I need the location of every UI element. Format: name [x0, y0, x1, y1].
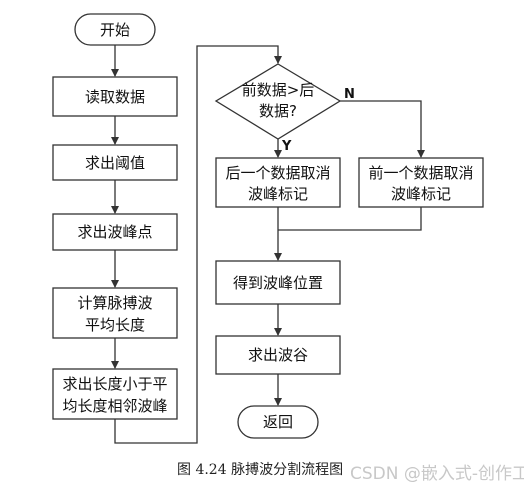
avg-length-line-1: 计算脉搏波 — [77, 294, 152, 312]
peak-position-node: 得到波峰位置 — [215, 260, 341, 305]
find-peak-points-label: 求出波峰点 — [77, 223, 152, 241]
edge-compare-no — [340, 100, 425, 158]
remove-peaks-line-1: 求出长度小于平 — [62, 375, 167, 393]
figure-caption: 图 4.24 脉搏波分割流程图 — [177, 462, 344, 478]
start-node: 开始 — [74, 13, 156, 46]
cancel-former-node: 前一个数据取消 波峰标记 — [358, 157, 484, 208]
edge-label-no: N — [344, 87, 355, 102]
cancel-former-line-1: 前一个数据取消 — [368, 164, 473, 182]
avg-length-line-2: 平均长度 — [85, 316, 145, 334]
edge-former-merge — [278, 207, 422, 231]
watermark: CSDN @嵌入式-创作工坊 — [350, 464, 524, 484]
compare-line-1: 前数据>后 — [242, 81, 315, 99]
avg-length-node: 计算脉搏波 平均长度 — [52, 287, 178, 339]
edge-label-yes: Y — [281, 139, 292, 154]
compare-line-2: 数据? — [259, 102, 297, 120]
read-data-node: 读取数据 — [52, 76, 178, 117]
find-threshold-node: 求出阈值 — [52, 144, 178, 181]
find-trough-node: 求出波谷 — [215, 335, 341, 375]
peak-position-label: 得到波峰位置 — [233, 274, 323, 292]
edge-remove-compare — [114, 45, 282, 444]
return-node: 返回 — [237, 405, 319, 439]
find-peak-points-node: 求出波峰点 — [52, 213, 178, 251]
remove-peaks-node: 求出长度小于平 均长度相邻波峰 — [52, 368, 178, 420]
compare-decision: 前数据>后 数据? — [214, 63, 342, 140]
cancel-latter-line-2: 波峰标记 — [248, 185, 308, 203]
find-trough-label: 求出波谷 — [248, 346, 308, 364]
cancel-latter-line-1: 后一个数据取消 — [225, 164, 330, 182]
find-threshold-label: 求出阈值 — [85, 154, 145, 172]
cancel-former-line-2: 波峰标记 — [391, 185, 451, 203]
read-data-label: 读取数据 — [85, 88, 145, 106]
cancel-latter-node: 后一个数据取消 波峰标记 — [215, 157, 341, 208]
return-label: 返回 — [263, 413, 293, 431]
start-label: 开始 — [100, 21, 130, 39]
remove-peaks-line-2: 均长度相邻波峰 — [62, 397, 167, 415]
edges — [111, 45, 425, 444]
